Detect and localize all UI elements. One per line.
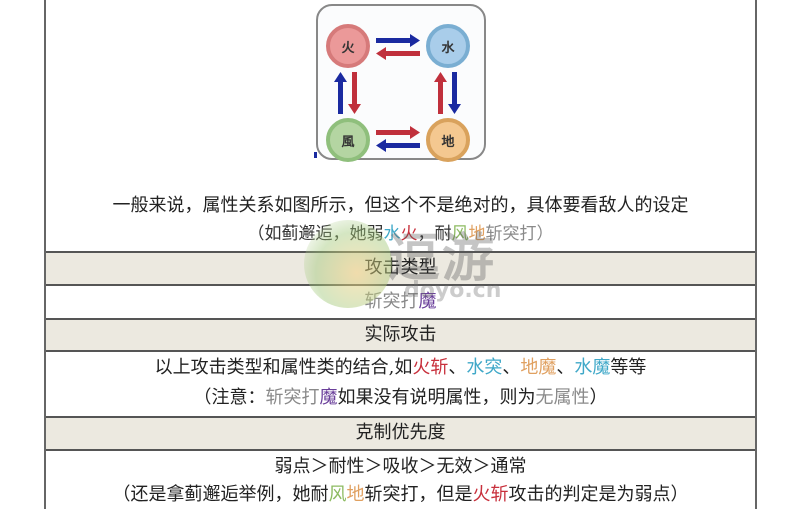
fire-slash: 火斩 [412, 357, 449, 378]
intro-line-1: 一般来说，属性关系如图所示，但这个不是绝对的，具体要看敌人的设定 [112, 195, 689, 216]
separator: 、 [502, 357, 521, 378]
section-body-actual-attack: 以上攻击类型和属性类的结合,如火斩、水突、地魔、水魔等等 （注意：斩突打魔如果没… [46, 352, 755, 416]
section-header-actual-attack: 实际攻击 [46, 320, 755, 350]
water-thrust: 水突 [466, 357, 503, 378]
earth-node: 地 [426, 118, 470, 162]
text: 斩突打，但是 [364, 484, 473, 505]
actual-attack-line-1: 以上攻击类型和属性类的结合,如火斩、水突、地魔、水魔等等 [46, 358, 755, 378]
intro-line-2-suffix: 斩突打） [485, 224, 554, 244]
attribute-table: 火 水 風 地 [44, 0, 757, 509]
arrow-wind-earth-icon [376, 126, 420, 152]
intro-cell: 火 水 風 地 [46, 0, 755, 252]
resist-earth: 地 [468, 224, 486, 244]
resist-wind: 风 [328, 484, 347, 505]
attack-types: 斩突打魔 [46, 286, 755, 312]
intro-line-2-mid: ，耐 [417, 224, 452, 244]
fire-slash: 火斩 [472, 484, 509, 505]
wind-node: 風 [326, 118, 370, 162]
text: （注意： [193, 387, 266, 408]
text: （还是拿蓟邂逅举例，她耐 [112, 484, 329, 505]
water-node: 水 [426, 24, 470, 68]
section-title: 克制优先度 [355, 422, 446, 443]
element-relation-diagram: 火 水 風 地 [314, 4, 486, 162]
water-magic: 水魔 [574, 357, 611, 378]
priority-order: 弱点＞耐性＞吸收＞无效＞通常 [274, 456, 527, 477]
resist-earth: 地 [346, 484, 365, 505]
text: 等等 [610, 357, 647, 378]
text: 如果没有说明属性，则为 [337, 387, 536, 408]
divider [46, 284, 755, 286]
physical-types: 斩突打 [265, 387, 320, 408]
weak-water: 水 [383, 224, 401, 244]
fire-node: 火 [326, 24, 370, 68]
divider [46, 449, 755, 451]
priority-example: （还是拿蓟邂逅举例，她耐风地斩突打，但是火斩攻击的判定是为弱点） [46, 485, 755, 505]
section-body-priority: 弱点＞耐性＞吸收＞无效＞通常 （还是拿蓟邂逅举例，她耐风地斩突打，但是火斩攻击的… [46, 451, 755, 509]
text: 以上攻击类型和属性类的结合,如 [154, 357, 413, 378]
section-header-attack-type: 攻击类型 [46, 253, 755, 284]
arrow-fire-wind-icon [334, 72, 361, 114]
divider [46, 318, 755, 320]
divider [46, 416, 755, 418]
physical-types: 斩突打 [364, 291, 419, 312]
divider [46, 350, 755, 352]
earth-magic: 地魔 [520, 357, 557, 378]
weak-fire: 火 [400, 224, 418, 244]
arrow-fire-to-water-icon [376, 34, 420, 60]
magic-type: 魔 [418, 291, 437, 312]
actual-attack-line-2: （注意：斩突打魔如果没有说明属性，则为无属性） [46, 388, 755, 408]
divider [46, 251, 755, 253]
arrow-water-earth-icon [434, 72, 461, 114]
no-attribute: 无属性 [535, 387, 590, 408]
separator: 、 [556, 357, 575, 378]
section-header-priority: 克制优先度 [46, 418, 755, 449]
section-body-attack-type: 斩突打魔 [46, 286, 755, 318]
diagram-mark [314, 152, 317, 158]
section-title: 攻击类型 [364, 257, 437, 278]
text: ） [589, 387, 608, 408]
intro-line-2-prefix: （如蓟邂逅，她弱 [247, 224, 384, 244]
text: 攻击的判定是为弱点） [508, 484, 689, 505]
separator: 、 [448, 357, 467, 378]
intro-line-2: （如蓟邂逅，她弱水火，耐风地斩突打） [46, 224, 755, 244]
section-title: 实际攻击 [364, 324, 437, 345]
resist-wind: 风 [451, 224, 469, 244]
magic-type: 魔 [319, 387, 338, 408]
